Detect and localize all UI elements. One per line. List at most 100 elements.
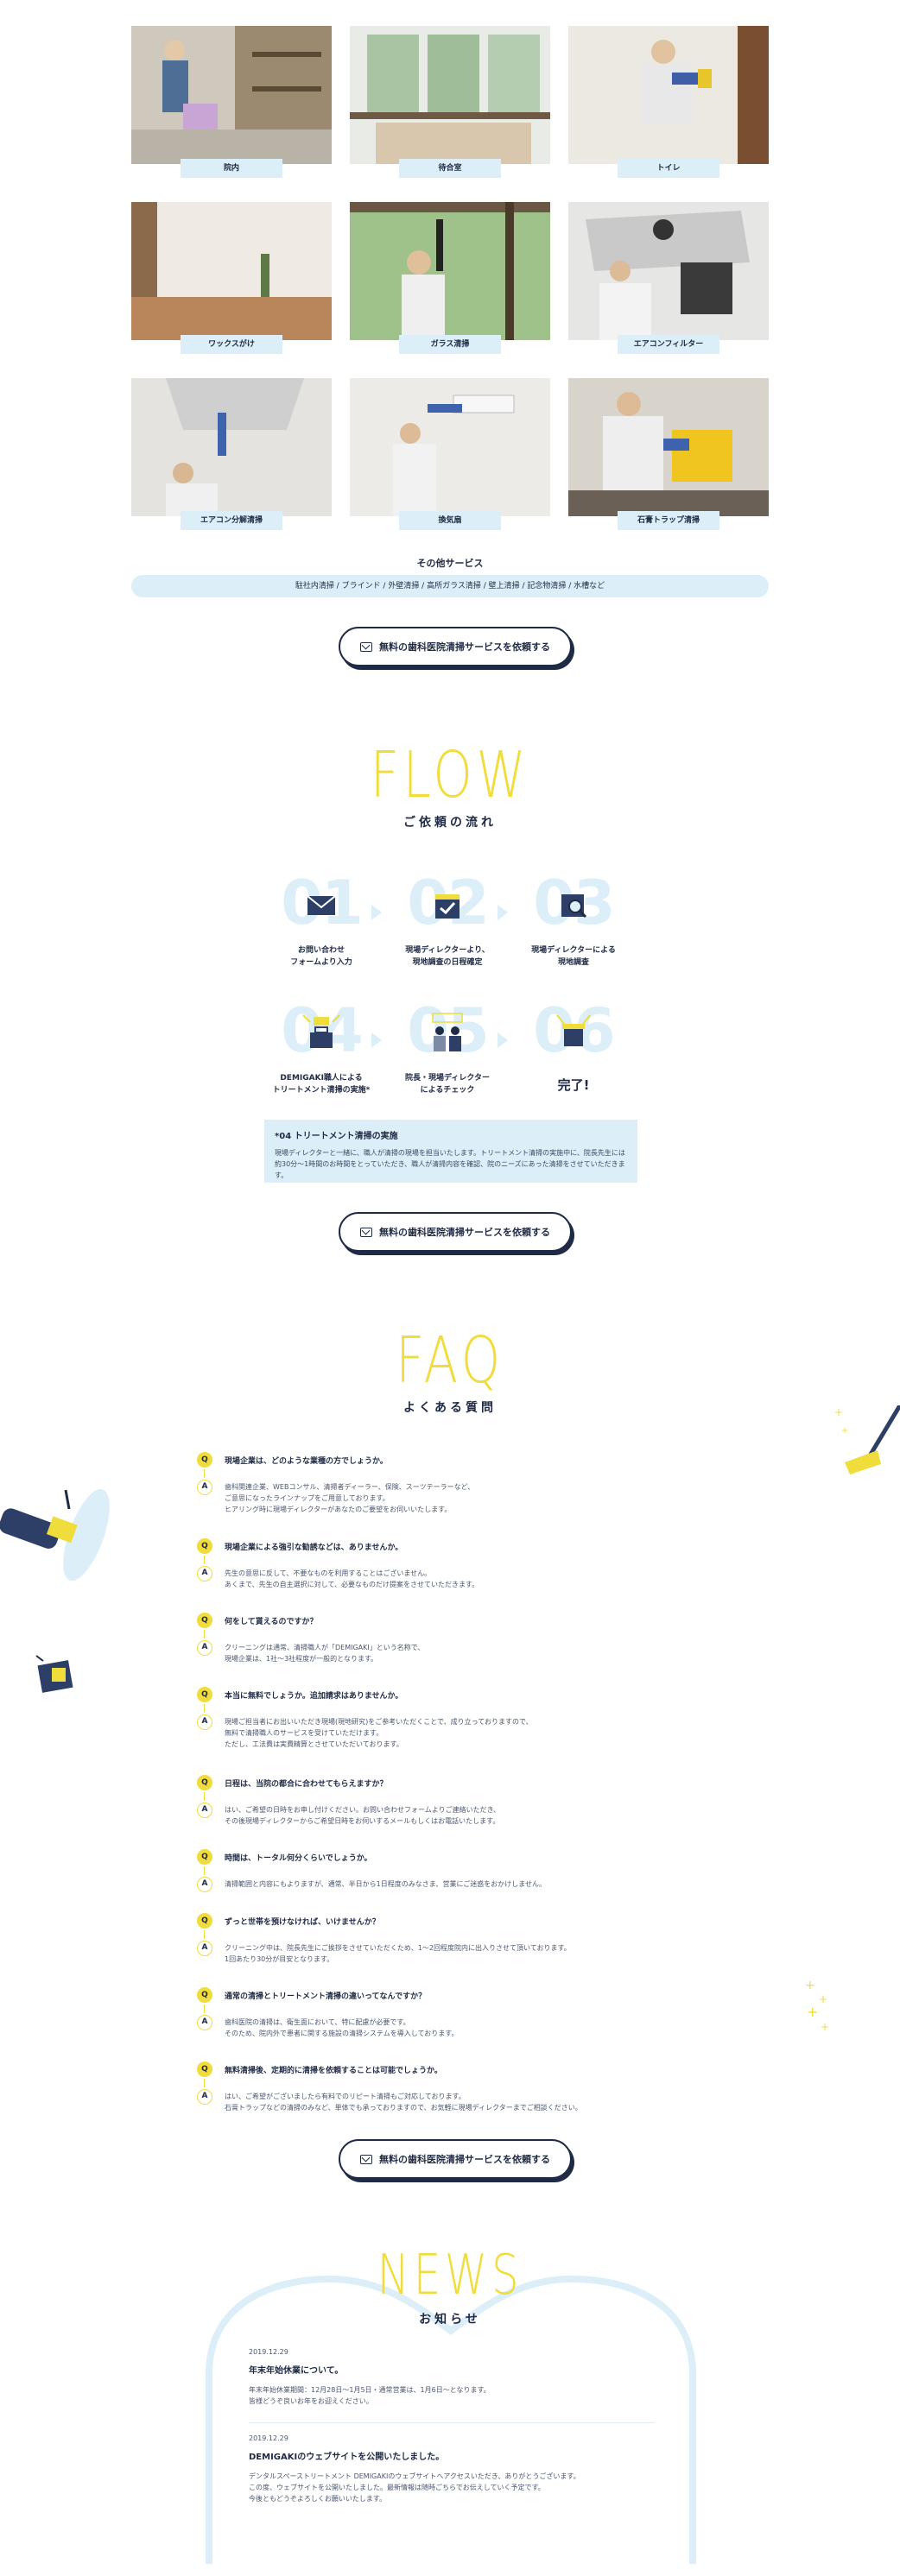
service-card: ワックスがけ (131, 202, 332, 354)
faq-question[interactable]: 本当に無料でしょうか。追加請求はありませんか。 (225, 1692, 403, 1701)
mail-icon (304, 891, 339, 920)
answer-badge: A (197, 1640, 212, 1656)
faq-connector (204, 1930, 205, 1939)
faq-answer: 清掃範囲と内容にもよりますが、通常、半日から1日程度のみなさま、営業にご迷惑をお… (225, 1880, 547, 1888)
answer-badge: A (197, 1941, 212, 1956)
flow-step: 03 現場ディレクターによる 現地調査 (513, 872, 634, 1001)
news-text: 年末年始休業期間：12月28日〜1月5日・通常営業は、1月6日〜となります。 皆… (249, 2386, 491, 2405)
step-label: 院長・現場ディレクター によるチェック (404, 1074, 490, 1095)
faq-answer: 歯科関連企業、WEBコンサル、清掃者ディーラー、保険、スーツテーラーなど、 ご意… (225, 1483, 475, 1513)
service-photo (568, 378, 769, 516)
flow-step: 06 完了! (513, 1000, 634, 1129)
service-photo (350, 378, 550, 516)
service-label: 院内 (181, 159, 282, 178)
news-title[interactable]: 年末年始休業について。 (249, 2366, 344, 2376)
complete-icon (552, 1012, 595, 1053)
news-title[interactable]: DEMIGAKIのウェブサイトを公開いたしました。 (249, 2453, 445, 2462)
service-label: 換気扇 (399, 511, 501, 530)
step-label: DEMIGAKI職人による トリートメント清掃の実施* (272, 1074, 371, 1095)
step-label: 現場ディレクターより、 現地調査の日程確定 (405, 946, 490, 967)
step-number: 04 (281, 995, 363, 1066)
cta-label: 無料の歯科医院清掃サービスを依頼する (379, 1227, 550, 1238)
faq-item: Q 時間は、トータル何分くらいでしょうか。 A 清掃範囲と内容にもよりますが、通… (197, 1849, 715, 1904)
faq-question[interactable]: 通常の清掃とトリートメント清掃の違いってなんですか？ (225, 1992, 427, 2001)
answer-badge: A (197, 1877, 212, 1892)
faq-answer: 現場ご担当者にお出いいただき現場(現地研究)をご参考いただくことで、成り立ってお… (225, 1718, 533, 1748)
news-title-jp: お知らせ (419, 2313, 481, 2327)
service-label: エアコン分解清掃 (181, 511, 282, 530)
faq-question[interactable]: 日程は、当院の都合に合わせてもらえますか？ (225, 1780, 388, 1789)
faq-answer: クリーニング中は、院長先生にご挨拶をさせていただくため、1〜2回程度院内に出入り… (225, 1944, 571, 1963)
service-photo (131, 202, 332, 340)
faq-question[interactable]: 現場企業は、どのような業種の方でしょうか。 (225, 1457, 388, 1466)
faq-connector (204, 1630, 205, 1638)
step-number: 05 (407, 995, 489, 1066)
flow-title-jp: ご依頼の流れ (403, 816, 497, 830)
svg-text:+: + (841, 1426, 848, 1436)
news-frame (206, 2275, 696, 2564)
service-photo (131, 26, 332, 164)
faq-answer: クリーニングは通常、清掃職人が「DEMIGAKI」という名称で、 現場企業は、1… (225, 1644, 425, 1663)
faq-item: Q 本当に無料でしょうか。追加請求はありませんか。 A 現場ご担当者にお出いいた… (197, 1687, 715, 1766)
request-cleaning-button[interactable]: 無料の歯科医院清掃サービスを依頼する (339, 1212, 572, 1252)
faq-item: Q 現場企業は、どのような業種の方でしょうか。 A 歯科関連企業、WEBコンサル… (197, 1452, 715, 1525)
calendar-check-icon (430, 891, 465, 920)
flow-title-en: FLOW (370, 738, 530, 812)
question-badge: Q (197, 1538, 212, 1554)
note-text: 現場ディレクターと一緒に、職人が清掃の現場を担当いたします。トリートメント清掃の… (275, 1149, 625, 1179)
answer-badge: A (197, 2015, 212, 2030)
service-label: エアコンフィルター (618, 335, 719, 354)
faq-title-jp: よくある質問 (403, 1401, 497, 1415)
svg-text:+: + (805, 1979, 815, 1992)
news-date: 2019.12.29 (249, 2434, 288, 2442)
faq-connector (204, 1792, 205, 1801)
step-arrow-icon (498, 905, 508, 920)
step-arrow-icon (498, 1032, 508, 1048)
faq-question[interactable]: ずっと世帯を預けなければ、いけませんか？ (225, 1918, 380, 1927)
step-arrow-icon (371, 905, 382, 920)
service-card: 院内 (131, 26, 332, 178)
answer-badge: A (197, 1566, 212, 1582)
faq-connector (204, 2005, 205, 2013)
service-label: 待合室 (399, 159, 501, 178)
faq-question[interactable]: 無料清掃後、定期的に清掃を依頼することは可能でしょうか。 (225, 2067, 442, 2075)
work-box-icon (300, 1012, 343, 1053)
question-badge: Q (197, 1452, 212, 1468)
question-badge: Q (197, 1987, 212, 2003)
answer-badge: A (197, 1803, 212, 1818)
service-photo (568, 202, 769, 340)
service-label: ワックスがけ (181, 335, 282, 354)
faq-item: Q ずっと世帯を預けなければ、いけませんか？ A クリーニング中は、院長先生にご… (197, 1913, 715, 1979)
news-title-en: NEWS (377, 2244, 523, 2308)
request-cleaning-button[interactable]: 無料の歯科医院清掃サービスを依頼する (339, 2139, 572, 2179)
flow-step: 05 院長・現場ディレクター によるチェック (387, 1000, 508, 1129)
faq-question[interactable]: 時間は、トータル何分くらいでしょうか。 (225, 1854, 372, 1863)
faq-item: Q 無料清掃後、定期的に清掃を依頼することは可能でしょうか。 A はい、ご希望が… (197, 2061, 715, 2127)
faq-question[interactable]: 何をして貰えるのですか？ (225, 1618, 318, 1626)
request-cleaning-button[interactable]: 無料の歯科医院清掃サービスを依頼する (339, 627, 572, 666)
news-item[interactable]: 2019.12.29 DEMIGAKIのウェブサイトを公開いたしました。 デンタ… (249, 2434, 655, 2504)
cleaning-hand-illustration-icon (0, 1488, 110, 1582)
step-label: お問い合わせ フォームより入力 (290, 946, 352, 967)
service-photo (350, 26, 550, 164)
answer-badge: A (197, 1480, 212, 1495)
faq-item: Q 何をして貰えるのですか？ A クリーニングは通常、清掃職人が「DEMIGAK… (197, 1613, 715, 1678)
faq-title-en: FAQ (396, 1323, 504, 1398)
faq-connector (204, 1866, 205, 1875)
answer-badge: A (197, 2089, 212, 2105)
faq-item: Q 現場企業による強引な勧誘などは、ありませんか。 A 先生の意思に反して、不要… (197, 1538, 715, 1604)
service-label: ガラス清掃 (399, 335, 501, 354)
mail-icon (360, 641, 372, 652)
faq-question[interactable]: 現場企業による強引な勧誘などは、ありませんか。 (225, 1544, 403, 1552)
news-date: 2019.12.29 (249, 2348, 288, 2356)
faq-item: Q 通常の清掃とトリートメント清掃の違いってなんですか？ A 歯科医院の清掃は、… (197, 1987, 715, 2053)
svg-text:+: + (819, 1993, 827, 2005)
faq-answer: 歯科医院の清掃は、衛生面において、特に配慮が必要です。 そのため、院内外で患者に… (225, 2018, 459, 2037)
note-title: *04 トリートメント清掃の実施 (275, 1132, 398, 1141)
step-arrow-icon (371, 1032, 382, 1048)
faq-connector (204, 1556, 205, 1564)
faq-connector (204, 1469, 205, 1478)
news-item[interactable]: 2019.12.29 年末年始休業について。 年末年始休業期間：12月28日〜1… (249, 2348, 655, 2407)
service-card: 石膏トラップ清掃 (568, 378, 769, 530)
service-card: エアコンフィルター (568, 202, 769, 354)
